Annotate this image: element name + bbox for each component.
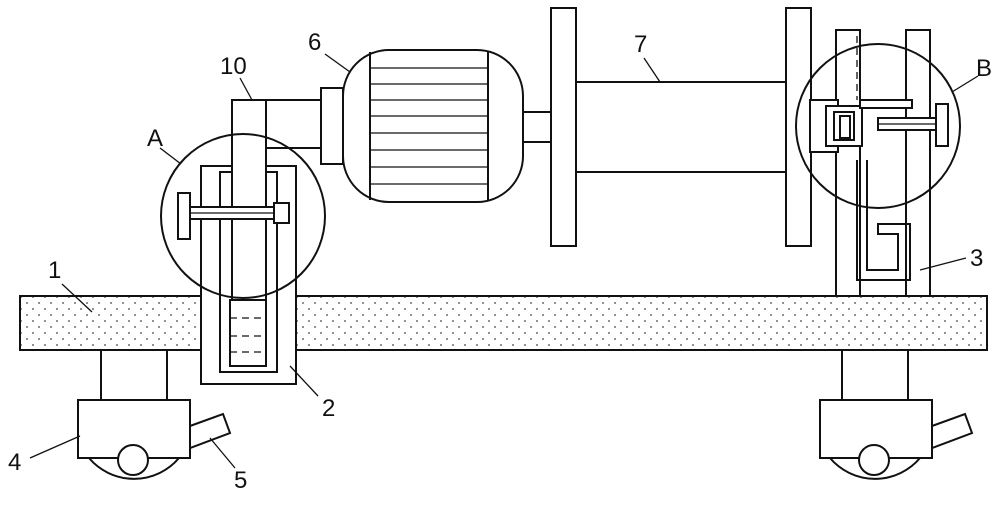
leader-lines <box>29 53 979 469</box>
label-arm: 10 <box>220 53 247 80</box>
motor <box>320 49 552 203</box>
label-detail-b: B <box>976 55 992 82</box>
left-wheel-assembly <box>77 349 232 480</box>
label-wheel-box: 4 <box>8 449 21 476</box>
detail-a-lock <box>160 133 326 299</box>
label-frame: 1 <box>48 257 61 284</box>
label-detail-a: A <box>147 125 163 152</box>
right-wheel-assembly <box>819 349 974 480</box>
base-plate <box>19 295 988 351</box>
label-handle: 5 <box>234 467 247 494</box>
label-drum: 7 <box>634 31 647 58</box>
label-left-bracket: 2 <box>322 395 335 422</box>
label-motor: 6 <box>308 29 321 56</box>
winding-drum <box>550 7 812 247</box>
detail-b-clamp <box>795 43 961 209</box>
label-right-bracket: 3 <box>970 245 983 272</box>
right-bracket <box>835 29 931 297</box>
